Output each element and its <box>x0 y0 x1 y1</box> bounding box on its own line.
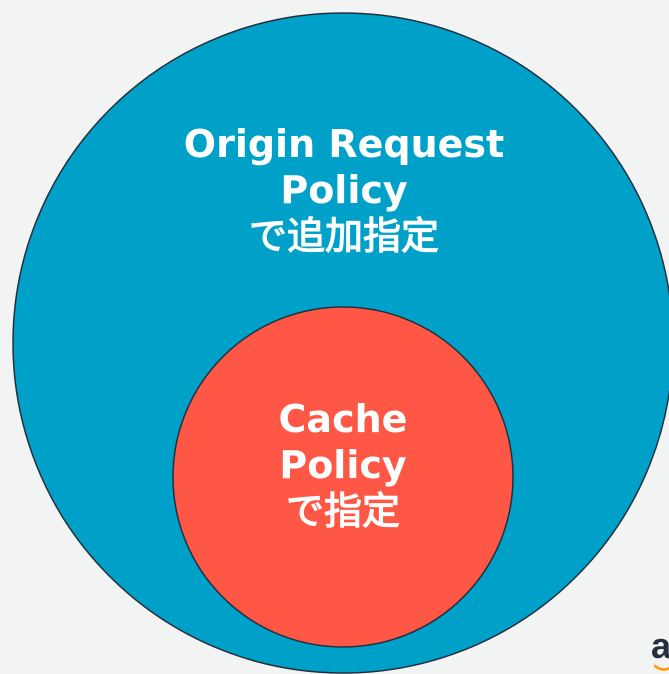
brand-logo-letter: a <box>651 625 669 666</box>
outer-label-line-1: Origin Request <box>183 122 505 166</box>
outer-label-line-2: Policy <box>280 168 408 212</box>
inner-label-line-3: で指定 <box>285 489 400 533</box>
inner-circle-cache-policy <box>172 306 514 648</box>
inner-label-line-2: Policy <box>279 443 407 487</box>
inner-label-line-1: Cache <box>278 397 408 441</box>
outer-label-line-3: で追加指定 <box>248 214 439 258</box>
logo-smile-icon <box>654 664 669 671</box>
outer-circle-label: Origin Request Policy で追加指定 <box>144 121 544 259</box>
inner-circle-label: Cache Policy で指定 <box>193 396 493 534</box>
